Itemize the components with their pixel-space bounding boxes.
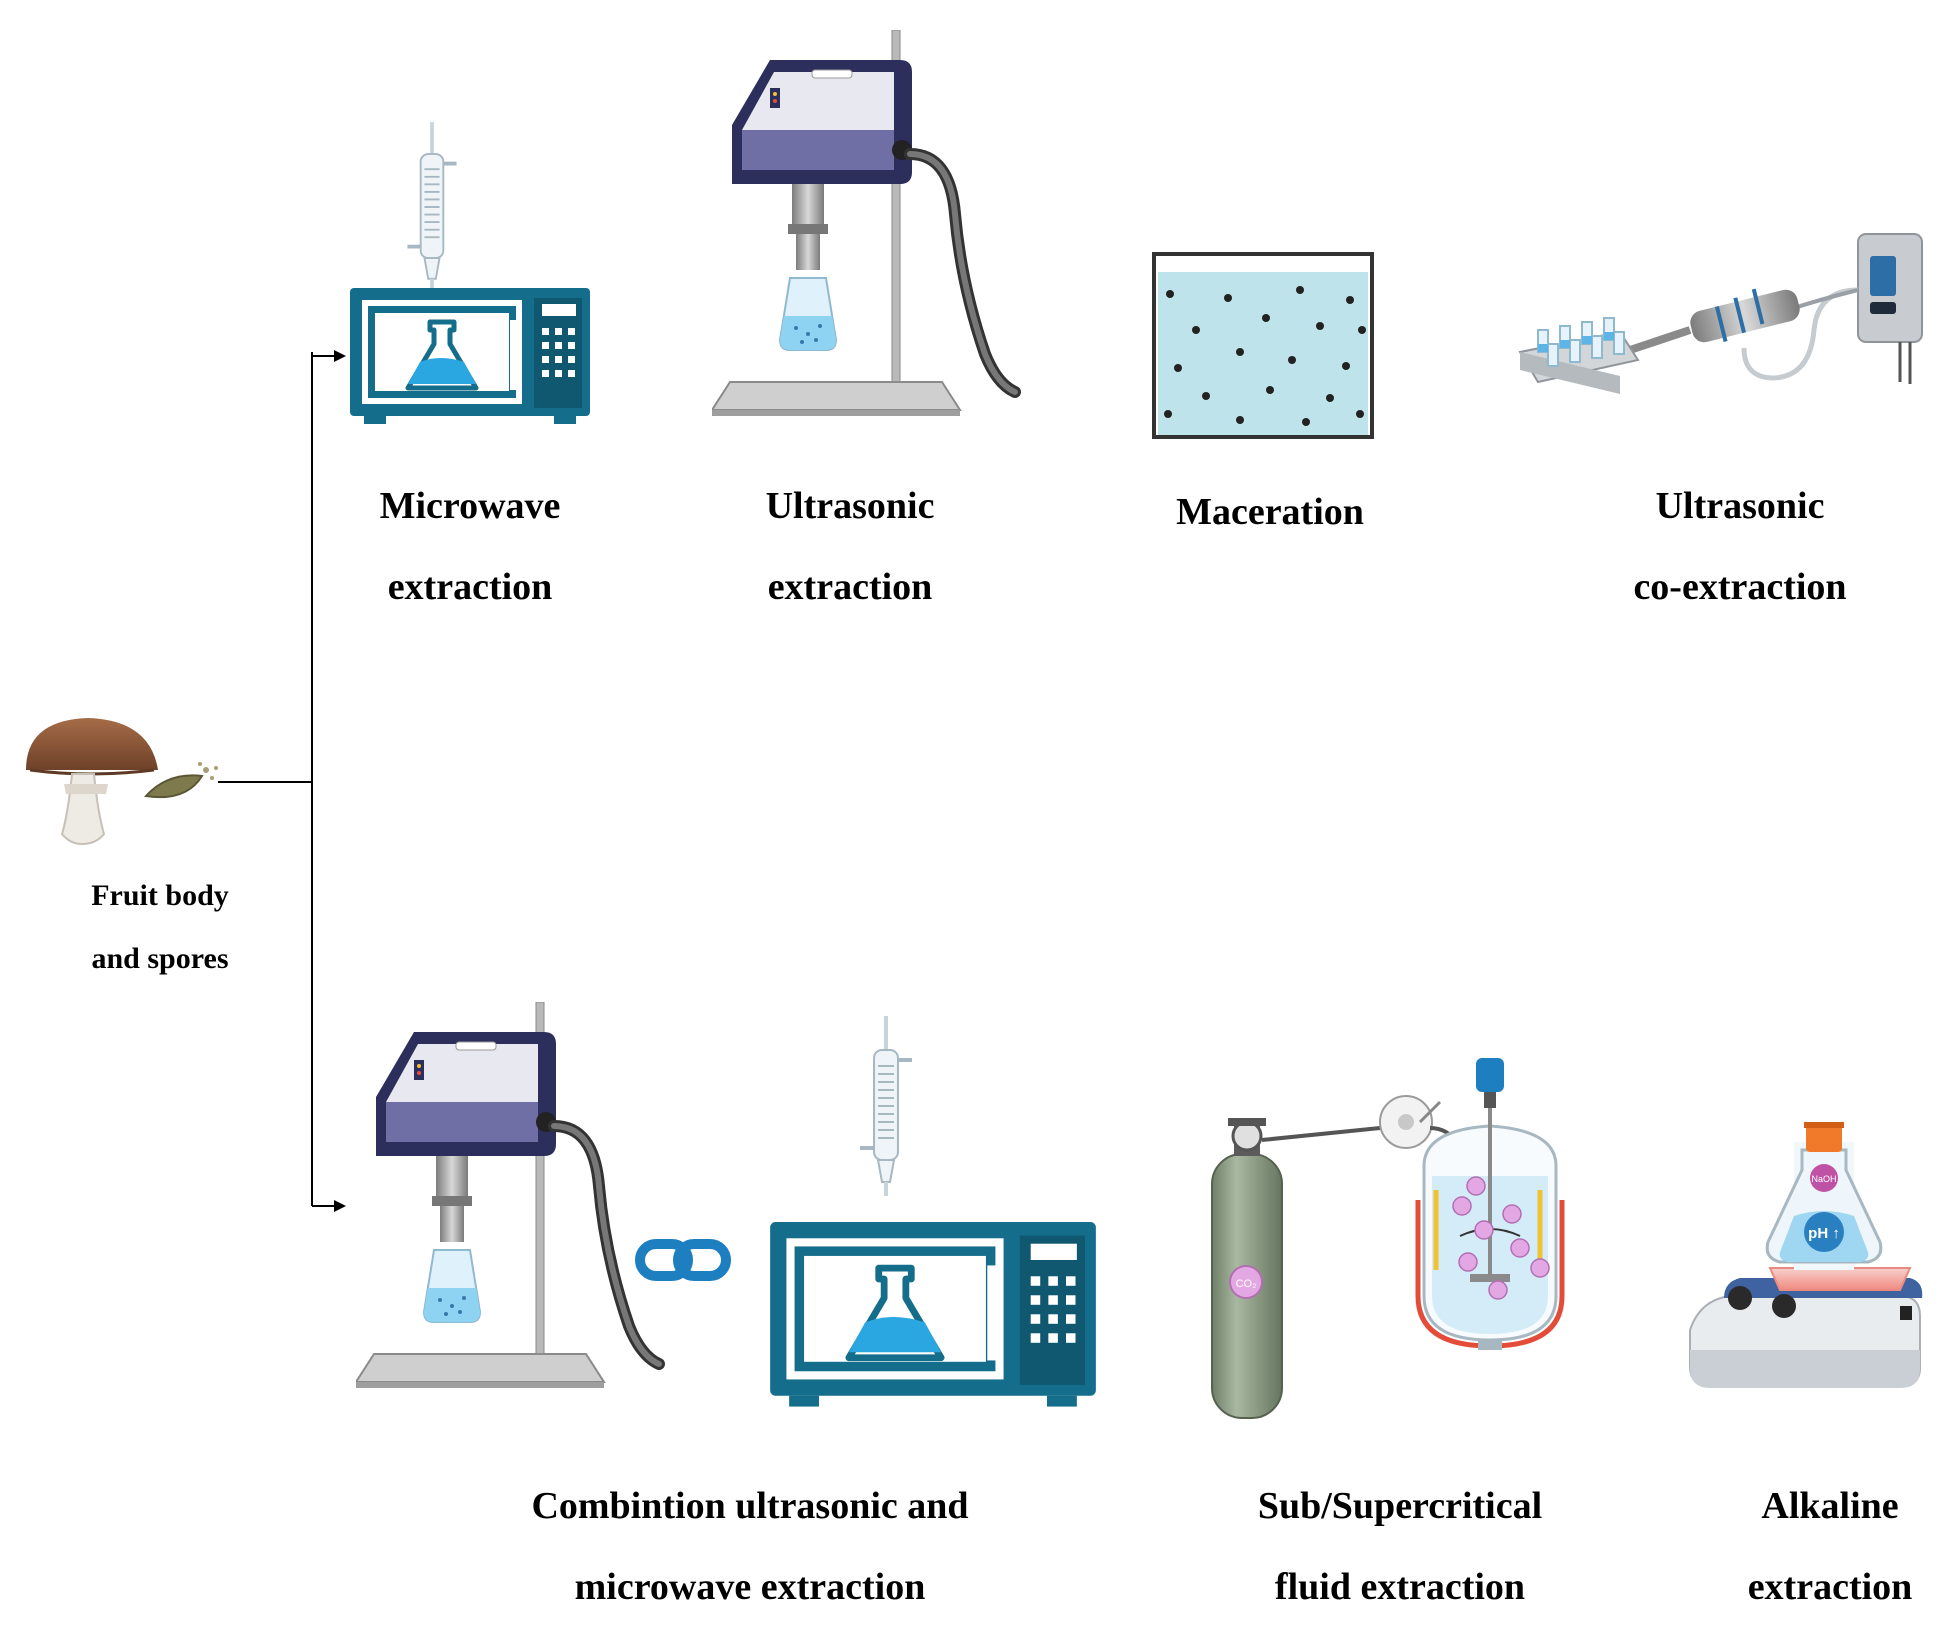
extraction-methods-diagram: CO₂ NaOH (26, 0, 1923, 1419)
maceration-particles (1164, 286, 1366, 426)
sonicator-icon (712, 30, 1015, 416)
mushroom-icon (26, 718, 158, 846)
condenser-icon (860, 1016, 912, 1196)
ultrasonic-extraction-label: Ultrasonic extraction (700, 446, 1000, 647)
ph-label: pH ↑ (1808, 1225, 1840, 1242)
ultrasonic-co-extraction-label-line-2: co-extraction (1633, 565, 1847, 608)
ultrasonic-co-extraction-apparatus (1518, 233, 1923, 394)
maceration-label: Maceration (1110, 452, 1430, 573)
co2-cylinder-label: CO₂ (1236, 1278, 1257, 1290)
microwave-icon (770, 1222, 1096, 1407)
maceration-label-line-1: Maceration (1176, 491, 1364, 534)
supercritical-extraction-apparatus: CO₂ (1211, 1058, 1565, 1419)
fruit-body-label: Fruit body and spores (40, 848, 280, 1007)
maceration-tank (1152, 252, 1374, 439)
alkaline-extraction-apparatus: NaOH pH ↑ (1689, 1122, 1923, 1388)
supercritical-extraction-label: Sub/Supercritical fluid extraction (1210, 1446, 1590, 1647)
fruit-body-label-line-1: Fruit body (91, 878, 229, 912)
microwave-icon (350, 288, 590, 424)
microwave-extraction-apparatus (350, 122, 590, 424)
alkaline-extraction-label: Alkaline extraction (1720, 1446, 1940, 1647)
combination-extraction-label: Combintion ultrasonic and microwave extr… (460, 1446, 1040, 1647)
condenser-icon (405, 122, 459, 292)
arrowhead-top (334, 350, 346, 362)
ultrasonic-co-extraction-label: Ultrasonic co-extraction (1570, 446, 1910, 647)
ultrasonic-extraction-apparatus (712, 30, 1015, 416)
microwave-extraction-label-line-1: Microwave (379, 485, 561, 528)
connector-lines (218, 352, 336, 1207)
microwave-extraction-label-line-2: extraction (387, 565, 553, 608)
spores-icon (143, 762, 218, 799)
alkaline-extraction-label-line-2: extraction (1747, 1565, 1913, 1608)
ultrasonic-co-extraction-label-line-1: Ultrasonic (1655, 485, 1825, 528)
co2-bubbles (1452, 1176, 1550, 1300)
combination-extraction-apparatus (356, 1002, 1096, 1407)
supercritical-extraction-label-line-1: Sub/Supercritical (1257, 1485, 1543, 1528)
arrowhead-bottom (334, 1200, 346, 1212)
naoh-label: NaOH (1811, 1174, 1836, 1184)
ultrasonic-extraction-label-line-1: Ultrasonic (765, 485, 935, 528)
sonicator-icon (356, 1002, 659, 1388)
fruit-body-label-line-2: and spores (91, 942, 229, 976)
combination-extraction-label-line-2: microwave extraction (574, 1565, 926, 1608)
ultrasonic-extraction-label-line-2: extraction (767, 565, 933, 608)
supercritical-extraction-label-line-2: fluid extraction (1274, 1565, 1526, 1608)
microwave-extraction-label: Microwave extraction (320, 446, 620, 647)
combination-extraction-label-line-1: Combintion ultrasonic and (531, 1485, 969, 1528)
link-icon (635, 1239, 731, 1281)
alkaline-extraction-label-line-1: Alkaline (1761, 1485, 1899, 1528)
